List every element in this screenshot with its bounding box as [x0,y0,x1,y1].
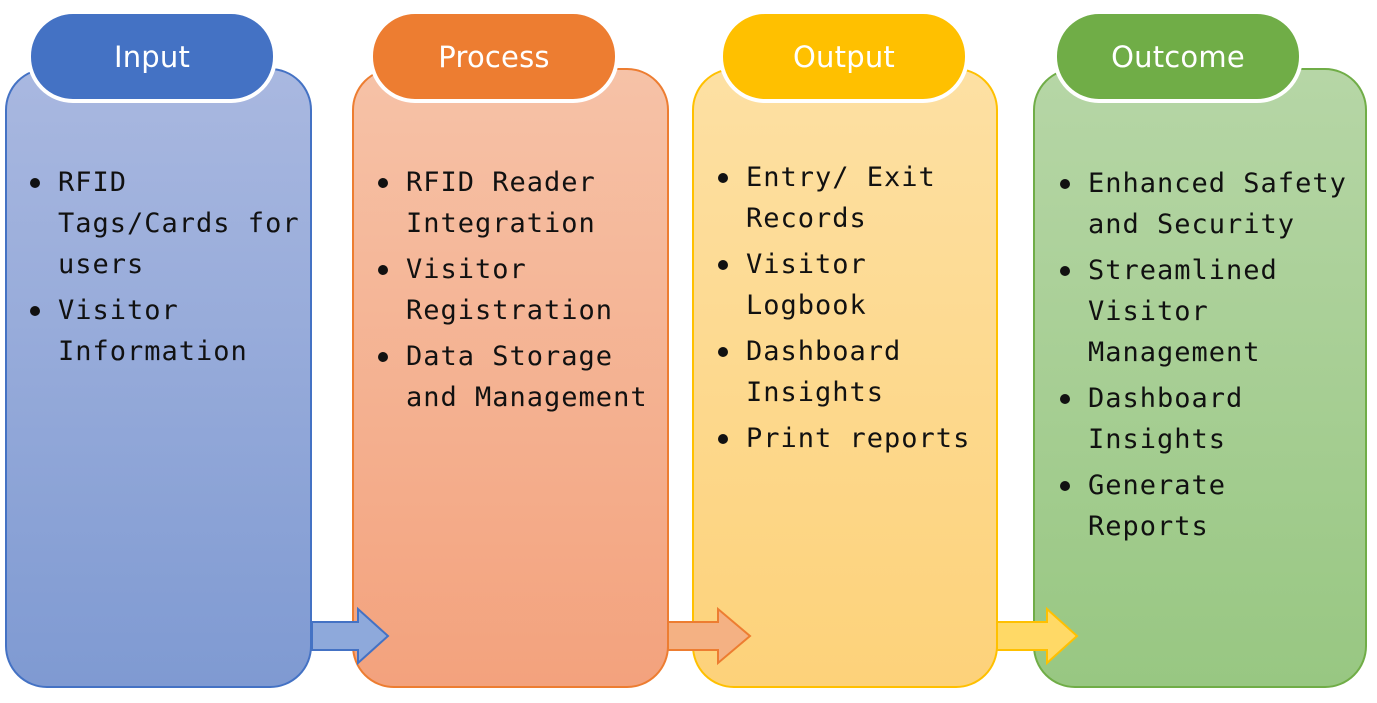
list-item-text: Generate Reports [1088,470,1227,542]
list-item-text: RFID Reader Integration [406,167,596,239]
arrow-right-icon [311,606,390,666]
output-panel [692,68,998,688]
list-item-text: Visitor Registration [406,254,614,326]
arrow-right-icon [667,606,752,666]
list-item-text: Visitor Logbook [746,249,867,321]
bullet-icon [378,265,388,275]
list-item: Dashboard Insights [718,331,988,413]
list-item-text: Enhanced Safety and Security [1088,168,1347,240]
bullet-icon [378,352,388,362]
outcome-list: Enhanced Safety and Security Streamlined… [1060,163,1360,552]
list-item: RFID Reader Integration [378,162,653,244]
output-list: Entry/ Exit Records Visitor Logbook Dash… [718,157,988,464]
output-header: Output [719,10,969,103]
list-item-text: Entry/ Exit Records [746,162,936,234]
bullet-icon [718,347,728,357]
list-item: Streamlined Visitor Management [1060,250,1360,373]
input-panel [5,68,312,688]
bullet-icon [718,173,728,183]
list-item-text: Print reports [746,423,971,454]
list-item-text: Visitor Information [58,295,248,367]
list-item: Visitor Logbook [718,244,988,326]
outcome-panel [1033,68,1367,688]
bullet-icon [1060,481,1070,491]
arrow-right-icon [996,606,1079,666]
list-item: Data Storage and Management [378,336,653,418]
bullet-icon [30,306,40,316]
outcome-header: Outcome [1053,10,1303,103]
bullet-icon [718,434,728,444]
list-item: Dashboard Insights [1060,378,1360,460]
list-item-text: RFID Tags/Cards for users [58,167,300,280]
list-item-text: Dashboard Insights [1088,383,1244,455]
bullet-icon [718,260,728,270]
process-panel [352,68,669,688]
list-item: Print reports [718,418,988,459]
bullet-icon [1060,394,1070,404]
bullet-icon [1060,266,1070,276]
list-item-text: Streamlined Visitor Management [1088,255,1278,368]
list-item-text: Dashboard Insights [746,336,902,408]
list-item: RFID Tags/Cards for users [30,162,300,285]
input-header: Input [27,10,277,103]
list-item: Visitor Registration [378,249,653,331]
list-item: Enhanced Safety and Security [1060,163,1360,245]
list-item-text: Data Storage and Management [406,341,648,413]
list-item: Entry/ Exit Records [718,157,988,239]
bullet-icon [1060,179,1070,189]
input-list: RFID Tags/Cards for users Visitor Inform… [30,162,300,377]
process-header: Process [369,10,619,103]
list-item: Visitor Information [30,290,300,372]
bullet-icon [30,178,40,188]
process-list: RFID Reader Integration Visitor Registra… [378,162,653,423]
list-item: Generate Reports [1060,465,1360,547]
bullet-icon [378,178,388,188]
